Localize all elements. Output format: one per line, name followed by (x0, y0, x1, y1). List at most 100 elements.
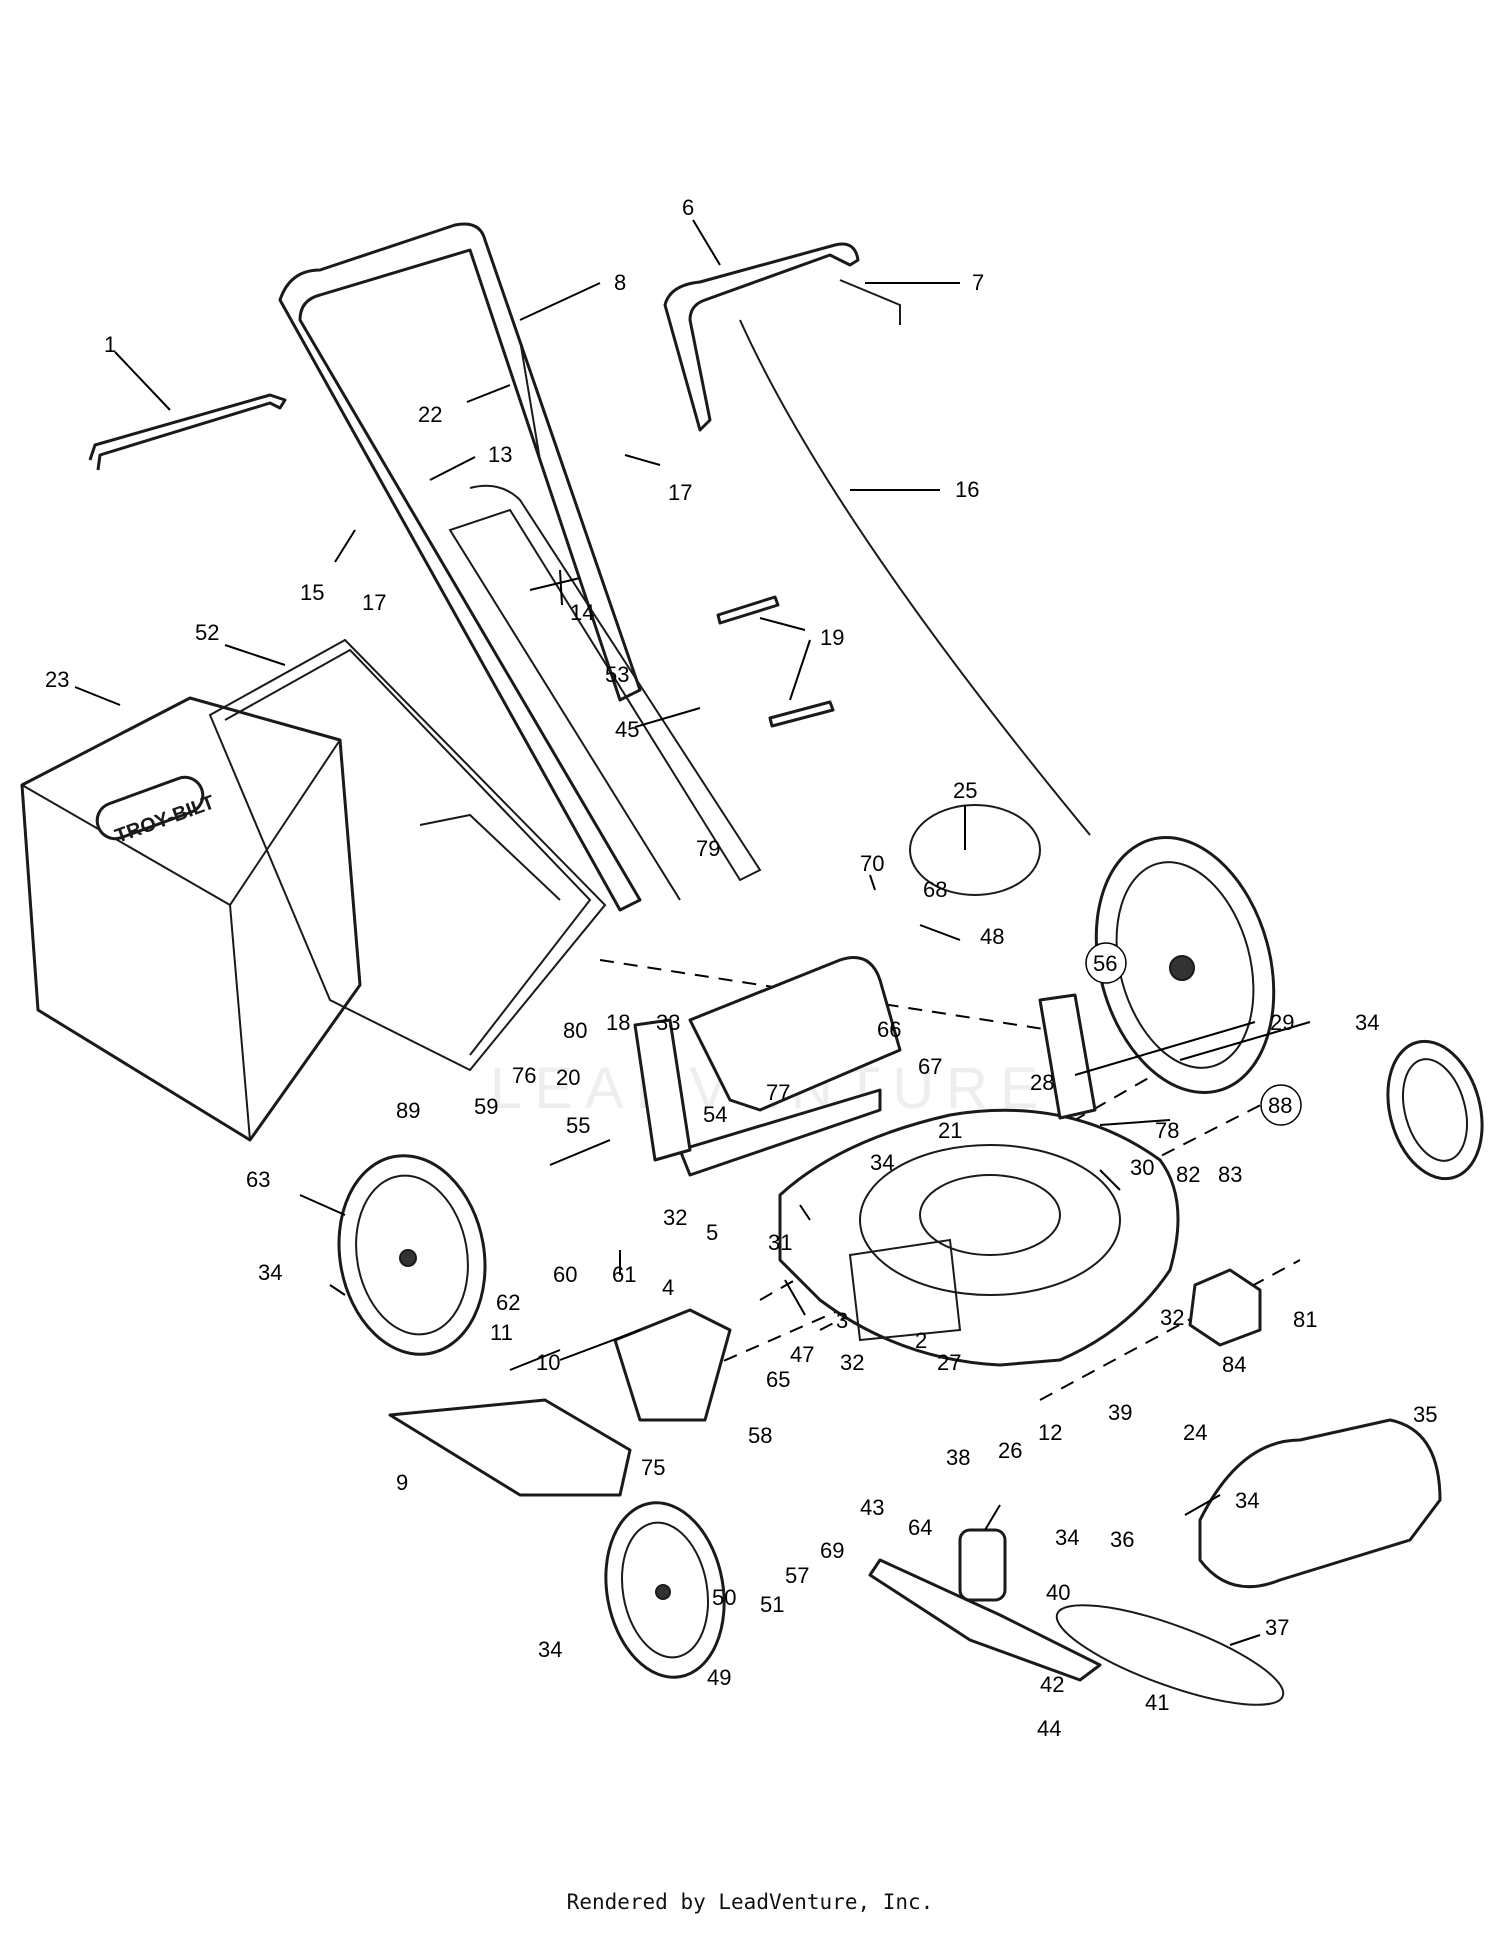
callout-61: 61 (612, 1262, 636, 1287)
circled-callout-56-ring (1085, 942, 1127, 984)
side-discharge-chute (388, 1398, 632, 1497)
callout-43: 43 (860, 1495, 884, 1520)
handle-assembly (278, 222, 762, 912)
callout-76: 76 (512, 1063, 536, 1088)
callout-38: 38 (946, 1445, 970, 1470)
callout-69: 69 (820, 1538, 844, 1563)
callout-26: 26 (998, 1438, 1022, 1463)
callout-18: 18 (606, 1010, 630, 1035)
transmission (1188, 1268, 1262, 1347)
callout-15: 15 (300, 580, 324, 605)
callout-58: 58 (748, 1423, 772, 1448)
callout-67: 67 (918, 1054, 942, 1079)
front-wheel-left (604, 1501, 726, 1679)
pulley-ring (909, 804, 1041, 896)
callout-32b: 32 (840, 1350, 864, 1375)
operator-bail (663, 242, 901, 432)
callout-60: 60 (553, 1262, 577, 1287)
callout-11: 11 (490, 1320, 513, 1345)
callout-19: 19 (820, 625, 844, 650)
rear-wheel-left (337, 1154, 487, 1356)
callout-34e: 34 (538, 1637, 562, 1662)
height-adjuster-left (633, 1018, 692, 1162)
callout-57: 57 (785, 1563, 809, 1588)
callout-22: 22 (418, 402, 442, 427)
callout-32a: 32 (663, 1205, 687, 1230)
callout-33: 33 (656, 1010, 680, 1035)
callout-55: 55 (566, 1113, 590, 1138)
callout-17a: 17 (668, 480, 692, 505)
callout-77: 77 (766, 1080, 790, 1105)
callout-3: 3 (836, 1308, 848, 1333)
callout-41: 41 (1145, 1690, 1169, 1715)
callout-44: 44 (1037, 1716, 1061, 1741)
callout-75: 75 (641, 1455, 665, 1480)
blade (868, 1558, 1102, 1682)
mower-deck (778, 1108, 1180, 1367)
callout-12: 12 (1038, 1420, 1062, 1445)
callout-24: 24 (1183, 1420, 1207, 1445)
callout-32c: 32 (1160, 1305, 1184, 1330)
callout-29: 29 (1270, 1010, 1294, 1035)
callout-50: 50 (712, 1585, 736, 1610)
callout-17b: 17 (362, 590, 386, 615)
callout-48: 48 (980, 924, 1004, 949)
callout-5: 5 (706, 1220, 718, 1245)
callout-14: 14 (570, 600, 594, 625)
front-wheel-right (1386, 1039, 1484, 1181)
drive-belt (1055, 1604, 1285, 1706)
carriage-bolts (716, 595, 835, 728)
callout-56: 56 (1093, 951, 1117, 976)
callout-81: 81 (1293, 1307, 1317, 1332)
callout-25: 25 (953, 778, 977, 803)
callout-53: 53 (605, 662, 629, 687)
callout-35: 35 (1413, 1402, 1437, 1427)
blade-adapter (958, 1528, 1007, 1602)
callout-52: 52 (195, 620, 219, 645)
callout-20: 20 (556, 1065, 580, 1090)
callout-34c: 34 (258, 1260, 282, 1285)
callout-30: 30 (1130, 1155, 1154, 1180)
callout-28: 28 (1030, 1070, 1054, 1095)
callout-51: 51 (760, 1592, 784, 1617)
callout-8: 8 (614, 270, 626, 295)
callout-66: 66 (877, 1017, 901, 1042)
callout-39: 39 (1108, 1400, 1132, 1425)
control-cable (739, 319, 1091, 836)
callout-64: 64 (908, 1515, 932, 1540)
callout-54: 54 (703, 1102, 727, 1127)
rear-flap (678, 1088, 882, 1177)
callout-labels: 1 2 3 4 5 6 7 8 9 10 11 12 13 14 15 16 1… (45, 195, 1437, 1741)
callout-63: 63 (246, 1167, 270, 1192)
callout-82: 82 (1176, 1162, 1200, 1187)
bag-frame (208, 638, 607, 1072)
callout-10: 10 (536, 1350, 560, 1375)
leader-lines (74, 219, 1311, 1646)
callout-1: 1 (104, 332, 116, 357)
callout-78: 78 (1155, 1118, 1179, 1143)
callout-21: 21 (938, 1118, 962, 1143)
callout-47: 47 (790, 1342, 814, 1367)
callout-36: 36 (1110, 1527, 1134, 1552)
callout-34f: 34 (1235, 1488, 1259, 1513)
callout-34b: 34 (870, 1150, 894, 1175)
rear-door (688, 956, 902, 1112)
callout-4: 4 (662, 1275, 674, 1300)
callout-89: 89 (396, 1098, 420, 1123)
callout-13: 13 (488, 442, 512, 467)
callout-83: 83 (1218, 1162, 1242, 1187)
callout-6: 6 (682, 195, 694, 220)
circled-callout-88-ring (1260, 1084, 1302, 1126)
callout-65: 65 (766, 1367, 790, 1392)
callout-84: 84 (1222, 1352, 1246, 1377)
callout-2: 2 (915, 1328, 927, 1353)
footer-credit: Rendered by LeadVenture, Inc. (566, 1890, 934, 1914)
callout-9: 9 (396, 1470, 408, 1495)
brand-logo-plate (95, 775, 205, 841)
callout-79: 79 (696, 836, 720, 861)
mulch-plug (613, 1308, 732, 1422)
callout-40: 40 (1046, 1580, 1070, 1605)
callout-45: 45 (615, 717, 639, 742)
callout-59: 59 (474, 1094, 498, 1119)
